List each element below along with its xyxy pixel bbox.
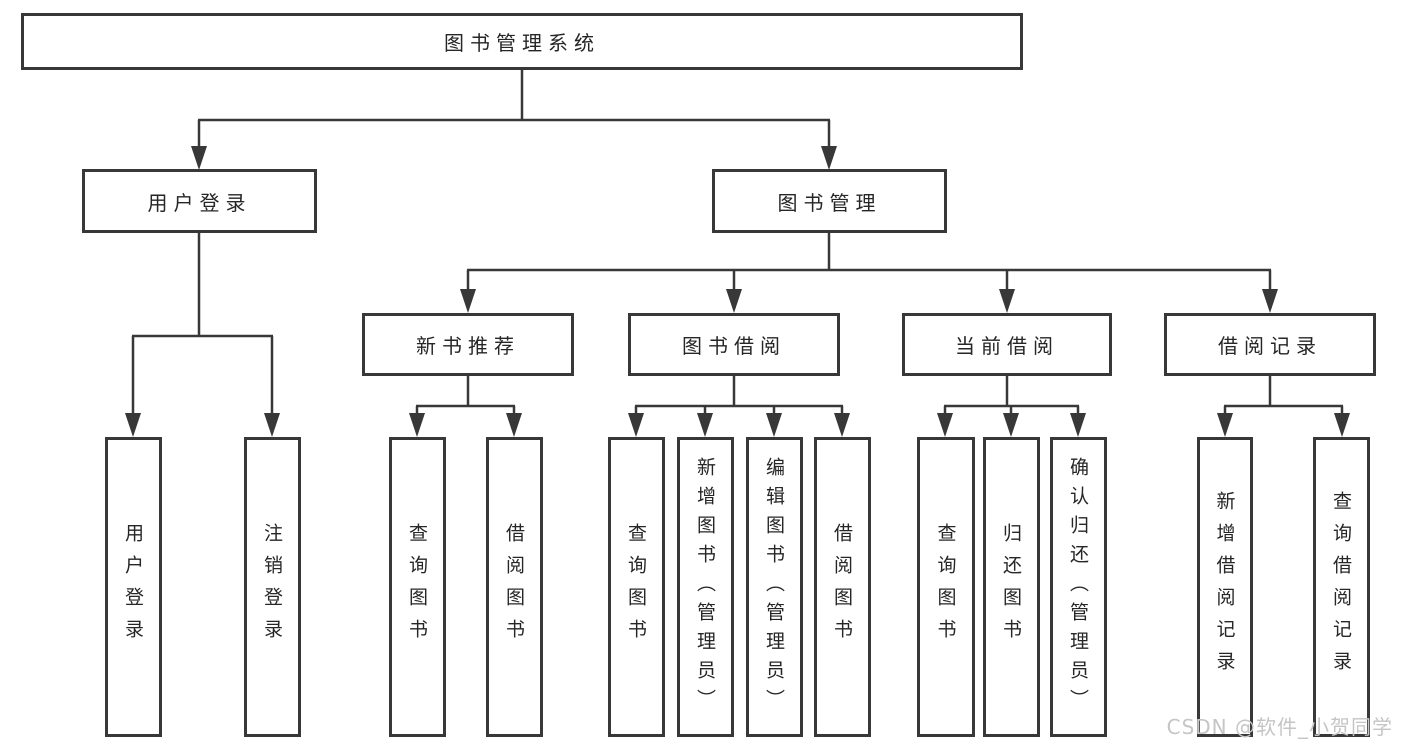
node-user-login: 用户登录 — [82, 169, 317, 233]
node-edit-books-admin: 编辑图书（管理员） — [746, 437, 803, 737]
node-search-books: 查询图书 — [608, 437, 665, 737]
node-logout: 注销登录 — [244, 437, 301, 737]
node-add-borrow-record: 新增借阅记录 — [1197, 437, 1253, 737]
node-user-login-leaf: 用户登录 — [105, 437, 162, 737]
node-search-books: 查询图书 — [917, 437, 975, 737]
node-book-borrowing: 图书借阅 — [628, 313, 840, 376]
node-new-book-recommend: 新书推荐 — [362, 313, 574, 376]
watermark: CSDN @软件_小贺同学 — [1166, 715, 1393, 739]
node-book-management: 图书管理 — [712, 169, 947, 233]
node-borrow-books: 借阅图书 — [814, 437, 871, 737]
node-add-books-admin: 新增图书（管理员） — [677, 437, 734, 737]
node-library-system: 图书管理系统 — [21, 13, 1023, 70]
node-confirm-return-admin: 确认归还（管理员） — [1050, 437, 1107, 737]
node-search-books: 查询图书 — [389, 437, 446, 737]
node-current-borrowing: 当前借阅 — [902, 313, 1112, 376]
node-search-borrow-record: 查询借阅记录 — [1313, 437, 1370, 737]
node-return-books: 归还图书 — [983, 437, 1040, 737]
node-borrow-books: 借阅图书 — [486, 437, 543, 737]
node-borrowing-records: 借阅记录 — [1164, 313, 1376, 376]
